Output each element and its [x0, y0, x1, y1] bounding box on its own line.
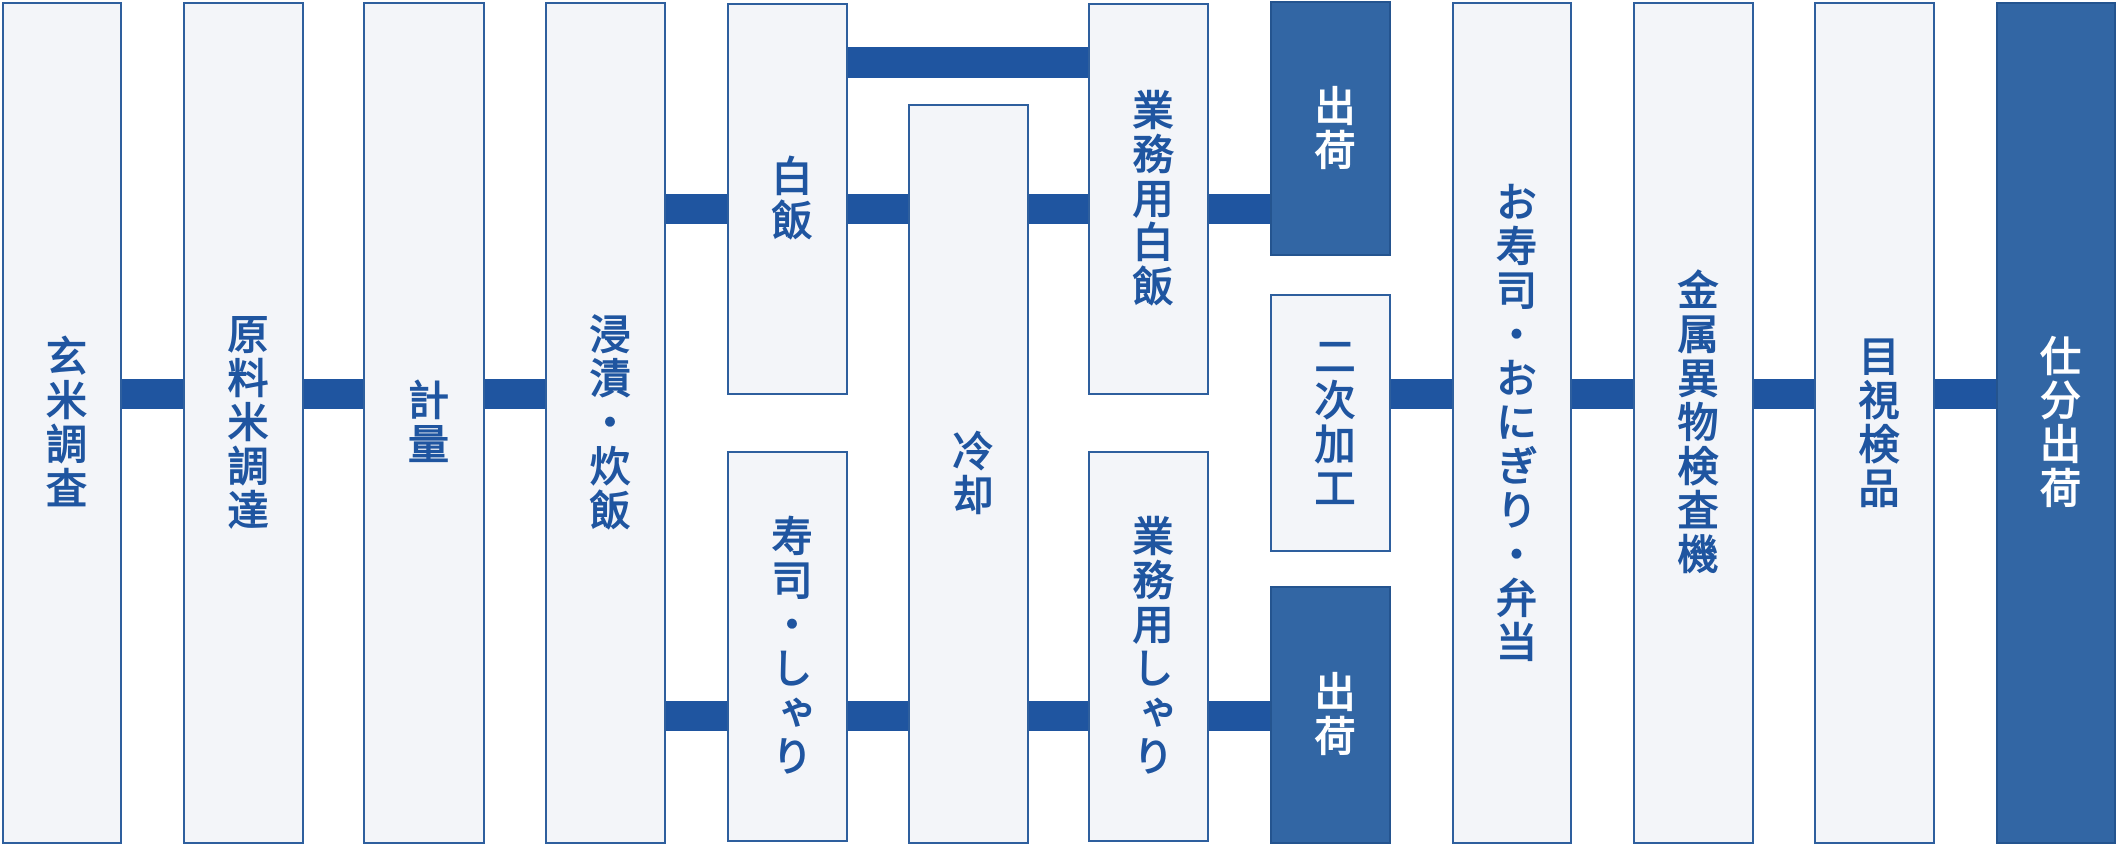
step-shiwake-shukka-label: 仕分出荷	[2032, 335, 2081, 511]
step-osushi-onigiri-bento: お寿司・おにぎり・弁当	[1452, 2, 1572, 844]
step-gyomuyo-shari-label: 業務用しゃり	[1125, 514, 1173, 779]
connector-kinzoku-mokushi	[1754, 379, 1814, 409]
connector-shari-reikyaku	[848, 701, 908, 731]
connector-osushi-kinzoku	[1572, 379, 1633, 409]
step-sushi-shari: 寿司・しゃり	[727, 451, 848, 842]
connector-gyomu-shari-shukka	[1209, 701, 1270, 731]
step-osushi-onigiri-bento-label: お寿司・おにぎり・弁当	[1488, 181, 1537, 665]
connector-keiryo-shinseki	[485, 379, 545, 409]
step-sushi-shari-label: 寿司・しゃり	[764, 514, 812, 779]
step-genmai-chosa: 玄米調査	[2, 2, 122, 844]
step-shukka-top: 出荷	[1270, 1, 1391, 256]
step-genryomai-chotatsu: 原料米調達	[183, 2, 304, 844]
step-keiryo-label: 計量	[400, 379, 449, 467]
connector-genryomai-keiryo	[304, 379, 363, 409]
step-niji-kako-label: 二次加工	[1307, 335, 1355, 511]
step-shinseki-suihan-label: 浸漬・炊飯	[582, 313, 630, 533]
step-reikyaku-label: 冷却	[945, 430, 993, 518]
step-mokushi-kenpin-label: 目視検品	[1851, 335, 1899, 511]
connector-niji-osushi	[1391, 379, 1452, 409]
connector-reikyaku-gyomu-shari	[1029, 701, 1088, 731]
step-genryomai-chotatsu-label: 原料米調達	[220, 313, 268, 533]
connector-shinseki-shari	[666, 701, 727, 731]
connector-gyomu-hakuhan-shukka	[1209, 194, 1270, 224]
connector-hakuhan-reikyaku	[848, 194, 908, 224]
step-shukka-top-label: 出荷	[1307, 84, 1355, 173]
step-shiwake-shukka: 仕分出荷	[1996, 2, 2116, 844]
step-shukka-bottom: 出荷	[1270, 586, 1391, 844]
connector-mokushi-shiwake	[1935, 379, 1996, 409]
step-niji-kako: 二次加工	[1270, 294, 1391, 552]
connector-hakuhan-gyomu-top	[848, 47, 1088, 78]
connector-shinseki-hakuhan	[666, 194, 727, 224]
step-keiryo: 計量	[363, 2, 485, 844]
step-shukka-bottom-label: 出荷	[1307, 671, 1355, 759]
connector-reikyaku-gyomu-hakuhan	[1029, 194, 1088, 224]
step-gyomuyo-hakuhan: 業務用白飯	[1088, 3, 1209, 395]
connector-genmai-genryomai	[122, 379, 183, 409]
step-hakuhan: 白飯	[727, 3, 848, 395]
step-genmai-chosa-label: 玄米調査	[38, 335, 87, 511]
step-mokushi-kenpin: 目視検品	[1814, 2, 1935, 844]
step-kinzoku-ibutsu-kensaki-label: 金属異物検査機	[1670, 269, 1718, 577]
step-hakuhan-label: 白飯	[764, 155, 812, 243]
step-gyomuyo-hakuhan-label: 業務用白飯	[1125, 89, 1173, 309]
step-kinzoku-ibutsu-kensaki: 金属異物検査機	[1633, 2, 1754, 844]
step-gyomuyo-shari: 業務用しゃり	[1088, 451, 1209, 842]
step-reikyaku: 冷却	[908, 104, 1029, 844]
step-shinseki-suihan: 浸漬・炊飯	[545, 2, 666, 844]
